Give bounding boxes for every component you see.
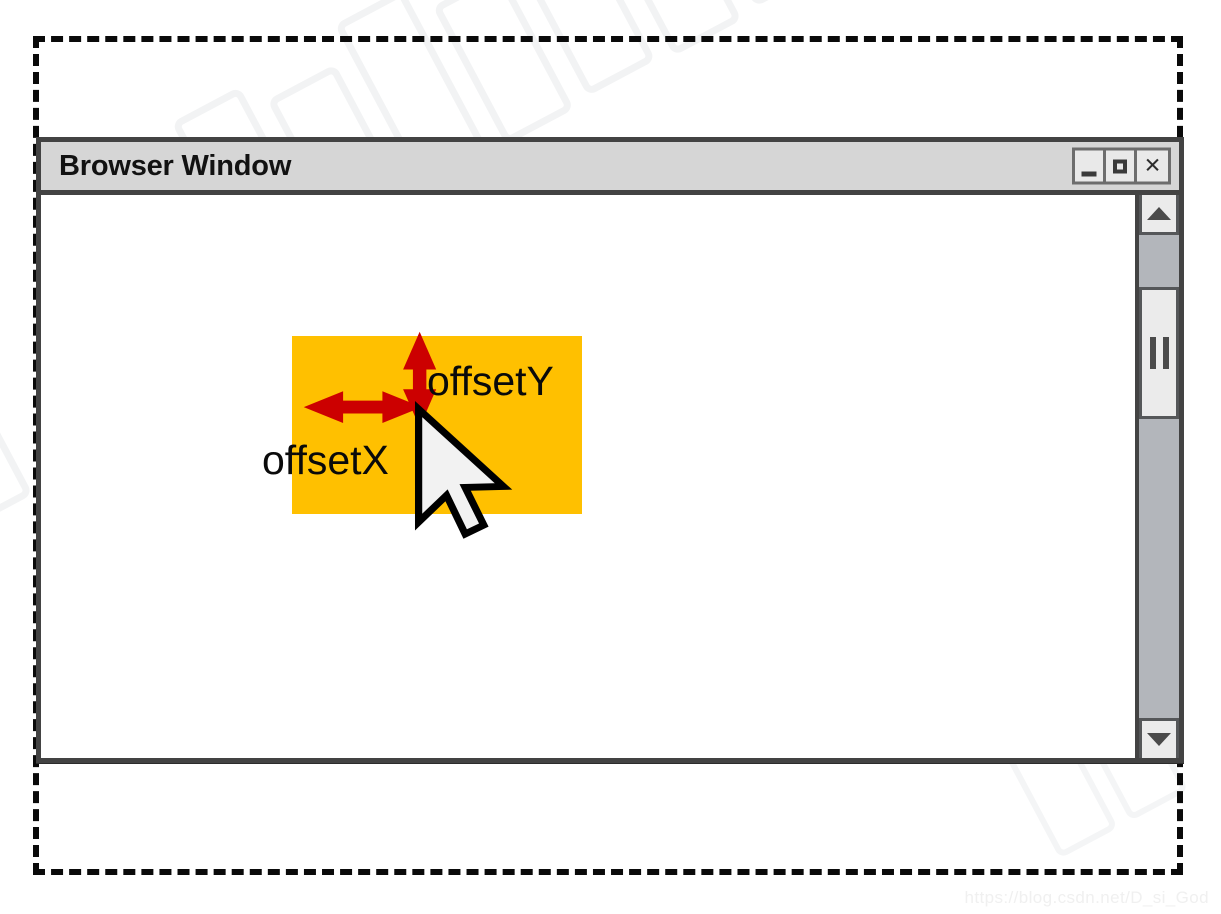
page-title: Browser Window xyxy=(59,149,292,182)
source-watermark: https://blog.csdn.net/D_si_God xyxy=(964,888,1209,907)
scrollbar-thumb[interactable] xyxy=(1139,287,1179,419)
maximize-button[interactable] xyxy=(1106,150,1137,182)
scroll-up-button[interactable] xyxy=(1139,195,1179,235)
window-content-area: offsetY offsetX xyxy=(41,195,1179,758)
offsetx-label: offsetX xyxy=(262,437,389,483)
scroll-up-arrow-icon xyxy=(1147,207,1171,220)
thumb-grip-icon xyxy=(1162,337,1169,369)
minimize-button[interactable] xyxy=(1075,150,1106,182)
window-controls: ✕ xyxy=(1072,147,1171,185)
scroll-down-arrow-icon xyxy=(1147,733,1171,746)
close-button[interactable]: ✕ xyxy=(1137,150,1168,182)
browser-window: Browser Window ✕ xyxy=(36,137,1184,763)
vertical-scrollbar[interactable] xyxy=(1135,195,1179,758)
offset-annotation-overlay xyxy=(303,331,513,539)
maximize-icon xyxy=(1113,159,1127,173)
window-title-bar: Browser Window ✕ xyxy=(41,142,1179,195)
thumb-grip-icon xyxy=(1149,337,1156,369)
close-icon: ✕ xyxy=(1143,153,1162,177)
offsety-label: offsetY xyxy=(427,358,554,404)
minimize-icon xyxy=(1081,171,1097,177)
scroll-down-button[interactable] xyxy=(1139,718,1179,758)
